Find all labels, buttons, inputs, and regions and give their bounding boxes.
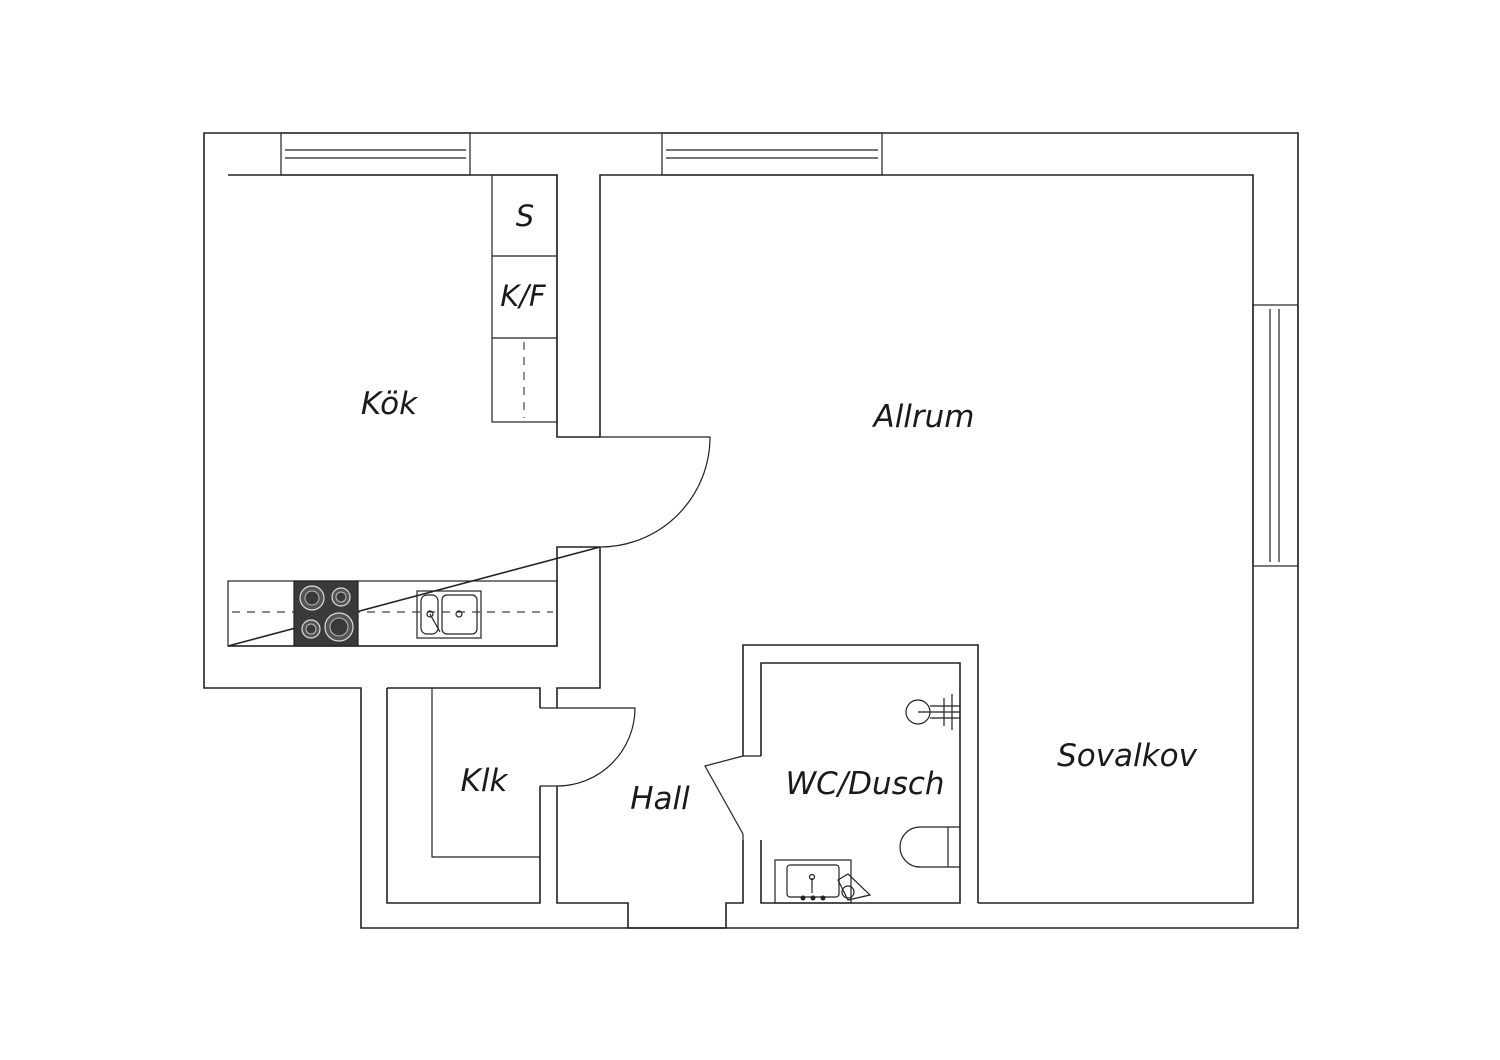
closet-wall bbox=[386, 687, 541, 904]
allrum-wall bbox=[599, 174, 1254, 904]
room-label-klk: Klk bbox=[461, 763, 509, 799]
room-label-allrum: Allrum bbox=[871, 399, 974, 435]
window-icon bbox=[1252, 304, 1299, 567]
window-icon bbox=[661, 132, 883, 176]
kitchen-counter bbox=[227, 580, 558, 647]
tall-cabinets bbox=[491, 174, 558, 423]
door-swing-icon bbox=[704, 755, 761, 840]
room-label-wc-dusch: WC/Dusch bbox=[785, 766, 944, 802]
door-swing-icon bbox=[556, 707, 636, 787]
sink-icon bbox=[416, 590, 482, 639]
cabinet-label-s: S bbox=[516, 199, 534, 233]
closet-inner bbox=[431, 688, 540, 858]
wc-wall bbox=[760, 662, 961, 904]
cabinet-label-kf: K/F bbox=[500, 279, 547, 313]
outer-wall bbox=[203, 132, 1299, 929]
door-swing-icon bbox=[599, 436, 711, 548]
shower-icon bbox=[905, 694, 960, 730]
room-label-hall: Hall bbox=[630, 781, 690, 817]
window-icon bbox=[280, 132, 471, 176]
room-label-sovalkov: Sovalkov bbox=[1057, 738, 1198, 774]
toilet-icon bbox=[899, 826, 960, 868]
hall-wall bbox=[556, 547, 979, 928]
room-label-kok: Kök bbox=[361, 386, 418, 422]
washbasin-icon bbox=[774, 859, 872, 904]
stove-icon bbox=[293, 580, 359, 647]
